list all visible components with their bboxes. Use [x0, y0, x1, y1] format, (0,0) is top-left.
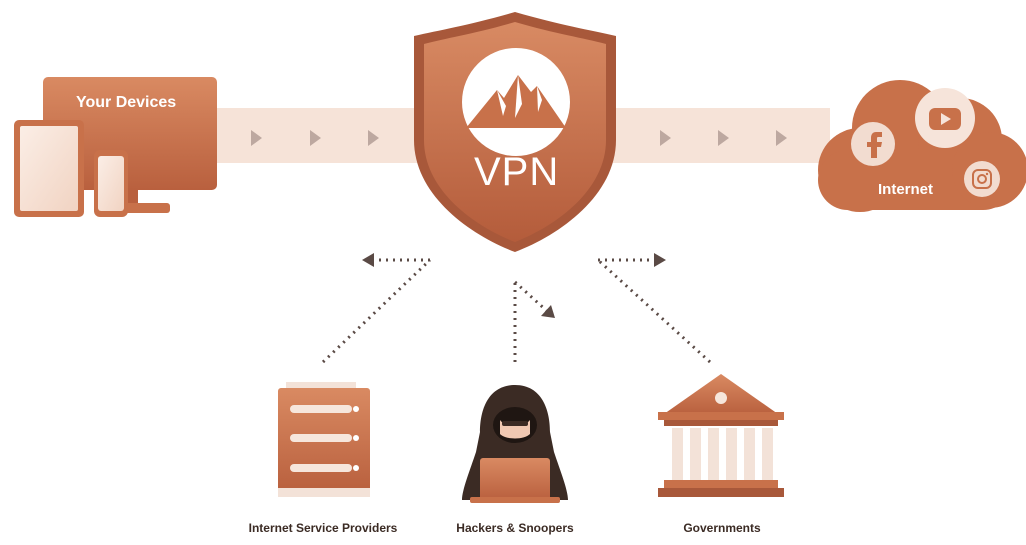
- server-rack-icon: [278, 382, 370, 497]
- chevron-right-icon: [776, 130, 787, 146]
- arrow-right-icon: [654, 253, 666, 267]
- arrow-down-right-icon: [541, 305, 555, 318]
- chevron-right-icon: [251, 130, 262, 146]
- chevron-right-icon: [368, 130, 379, 146]
- internet-cloud: [818, 80, 1026, 212]
- government-building-icon: [658, 374, 784, 497]
- devices-label: Your Devices: [76, 94, 177, 111]
- vpn-label: VPN: [474, 150, 560, 194]
- monitor-icon: [43, 77, 217, 190]
- chevron-right-icon: [310, 130, 321, 146]
- isp-label: Internet Service Providers: [248, 521, 398, 535]
- connector-arrowheads: [362, 253, 666, 318]
- chevron-right-icon: [718, 130, 729, 146]
- tunnel-arrows-right: [660, 130, 787, 146]
- hackers-label: Hackers & Snoopers: [456, 521, 574, 535]
- tunnel-right: [605, 108, 830, 163]
- vpn-shield: [414, 12, 616, 252]
- devices-group: [14, 77, 217, 217]
- dotted-connectors: [321, 258, 712, 364]
- hooded-hacker-icon: [462, 385, 568, 503]
- chevron-right-icon: [660, 130, 671, 146]
- laptop-icon: [480, 458, 550, 500]
- governments-label: Governments: [683, 521, 761, 535]
- internet-label: Internet: [878, 181, 934, 198]
- tunnel-arrows-left: [251, 130, 379, 146]
- arrow-left-icon: [362, 253, 374, 267]
- instagram-icon: [964, 161, 1000, 197]
